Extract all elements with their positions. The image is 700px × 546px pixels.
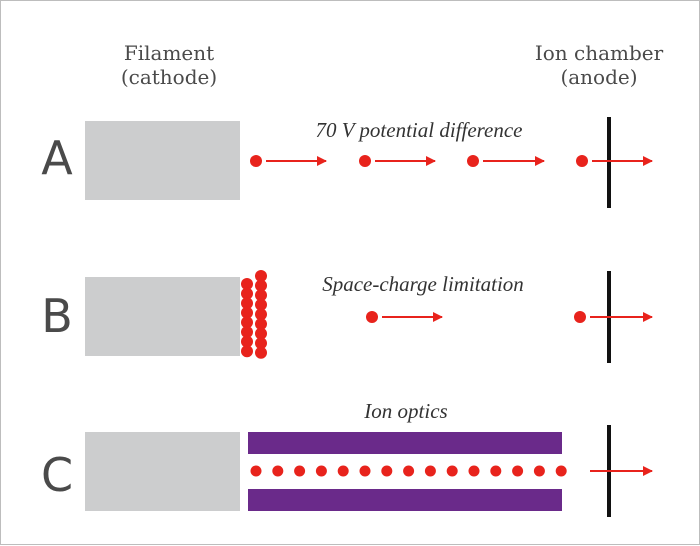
electron [255,308,267,321]
electron [490,465,502,477]
electron [555,465,567,477]
cathode-header: (cathode) [121,65,217,89]
electron [241,335,253,348]
electron [255,270,267,282]
electron [315,465,327,477]
electron [255,298,267,311]
electron [359,155,371,167]
electron-beam [250,465,567,477]
filament-block-a [85,121,240,200]
space-charge-cloud [241,270,267,359]
electron [403,465,415,477]
electron [241,278,253,290]
electron [250,465,262,477]
electron [359,465,371,477]
ion-optics-lower-plate [248,489,562,511]
caption-potential-difference: 70 V potential difference [315,118,522,142]
electron [381,465,393,477]
caption-space-charge: Space-charge limitation [322,272,524,296]
electron [533,465,545,477]
electron [255,279,267,292]
electron [576,155,588,167]
filament-block-c [85,432,240,511]
electron [272,465,284,477]
electron [255,337,267,350]
electron [467,155,479,167]
electron [512,465,524,477]
electron [255,318,267,330]
ion-optics-upper-plate [248,432,562,454]
filament-header: Filament [124,41,214,65]
electron [250,155,262,167]
ion-chamber-header: Ion chamber [535,41,664,65]
electron [241,345,253,358]
electron [574,311,586,323]
caption-ion-optics: Ion optics [363,399,447,423]
electron [241,287,253,300]
electron [337,465,349,477]
electron [241,326,253,338]
row-letter-c: C [41,448,73,502]
filament-block-b [85,277,240,356]
electron [255,289,267,302]
electron [255,327,267,340]
row-letter-a: A [41,131,73,185]
electron [446,465,458,477]
electron [241,316,253,329]
electron [241,297,253,310]
row-letter-b: B [41,289,73,343]
electron [468,465,480,477]
electron [366,311,378,323]
electron [424,465,436,477]
electron [255,346,267,359]
anode-header: (anode) [560,65,637,89]
electron [294,465,306,477]
electron [241,306,253,319]
